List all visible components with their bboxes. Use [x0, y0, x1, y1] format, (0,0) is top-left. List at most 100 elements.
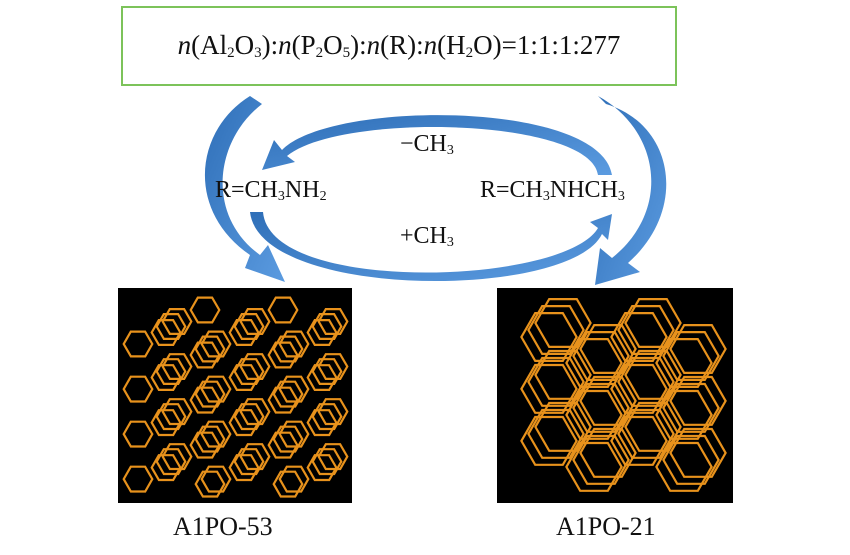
- lattice-ring: [662, 434, 720, 485]
- lattice-ring: [565, 441, 623, 492]
- label-dimethylamine: R=CH3NHCH3: [480, 176, 625, 211]
- lattice-ring: [317, 353, 349, 380]
- arrow-to-alpo21: [595, 96, 667, 285]
- lattice-ring: [565, 389, 623, 440]
- label-minus-ch3: −CH3: [400, 130, 454, 165]
- lattice-ring: [155, 448, 187, 476]
- text-segment: n: [278, 30, 292, 60]
- subscript: 3: [254, 45, 262, 61]
- lattice-ring: [655, 389, 713, 440]
- lattice-ring: [267, 296, 299, 324]
- text-segment: n: [177, 30, 192, 60]
- lattice-ring: [161, 353, 193, 380]
- lattice-ring: [155, 313, 187, 340]
- lattice-ring: [520, 312, 578, 362]
- lattice-ring: [189, 296, 221, 324]
- alpo21-label: A1PO-21: [556, 512, 656, 541]
- lattice-ring: [317, 398, 349, 426]
- subscript: 3: [446, 143, 454, 158]
- lattice-ring: [150, 409, 182, 437]
- text-segment: (Al: [191, 30, 228, 60]
- lattice-ring: [233, 448, 265, 476]
- lattice-ring: [150, 364, 182, 391]
- lattice-ring: [228, 364, 260, 391]
- lattice-ring: [669, 375, 727, 426]
- text-segment: O)=1:1:1:277: [473, 30, 621, 60]
- lattice-ring: [306, 319, 338, 346]
- lattice-ring: [655, 338, 713, 388]
- lattice-ring: [267, 386, 299, 414]
- molar-ratio-formula: n(Al2O3):n(P2O5):n(R):n(H2O)=1:1:1:277: [178, 30, 621, 62]
- lattice-ring: [655, 441, 713, 492]
- lattice-ring: [122, 375, 154, 403]
- text-segment: ):: [261, 30, 279, 60]
- lattice-ring: [662, 331, 720, 381]
- lattice-ring: [306, 454, 338, 482]
- lattice-ring: [610, 363, 668, 414]
- lattice-ring: [239, 353, 271, 380]
- alpo53-structure-image: [118, 288, 352, 503]
- lattice-ring: [267, 341, 299, 369]
- lattice-ring: [189, 386, 221, 414]
- lattice-ring: [122, 420, 154, 448]
- lattice-ring: [272, 470, 304, 498]
- text-segment: R=CH: [215, 177, 278, 203]
- lattice-ring: [306, 364, 338, 391]
- lattice-ring: [200, 420, 232, 448]
- lattice-ring: [161, 308, 193, 335]
- lattice-ring: [189, 431, 221, 459]
- lattice-ring: [317, 308, 349, 335]
- text-segment: +CH: [400, 223, 447, 249]
- text-segment: n: [423, 30, 438, 60]
- lattice-ring: [155, 403, 187, 431]
- lattice-ring: [278, 375, 310, 403]
- lattice-ring: [311, 313, 343, 340]
- lattice-ring: [122, 330, 154, 358]
- lattice-ring: [669, 427, 727, 478]
- lattice-ring: [239, 398, 271, 426]
- text-segment: (R):: [380, 30, 424, 60]
- text-segment: n: [366, 30, 381, 60]
- lattice-ring: [194, 335, 226, 363]
- lattice-ring: [161, 398, 193, 426]
- subscript: 2: [465, 45, 474, 61]
- lattice-ring: [161, 443, 193, 471]
- text-segment: (P: [291, 30, 316, 60]
- lattice-ring: [200, 375, 232, 403]
- subscript: 3: [446, 235, 454, 250]
- text-segment: NH: [284, 177, 320, 203]
- lattice-ring: [669, 324, 727, 374]
- text-segment: ):: [350, 30, 367, 60]
- lattice-ring: [610, 415, 668, 466]
- lattice-ring: [272, 380, 304, 408]
- subscript: 2: [227, 45, 235, 61]
- alpo21-structure-image: [497, 288, 733, 503]
- lattice-ring: [228, 409, 260, 437]
- text-segment: R=CH: [480, 177, 543, 203]
- lattice-ring: [189, 341, 221, 369]
- lattice-ring: [228, 454, 260, 482]
- subscript: 3: [277, 189, 285, 204]
- text-segment: NHCH: [549, 177, 618, 203]
- label-plus-ch3: +CH3: [400, 222, 454, 257]
- subscript: 3: [617, 189, 625, 204]
- lattice-ring: [122, 465, 154, 493]
- lattice-ring: [317, 443, 349, 471]
- lattice-ring: [194, 380, 226, 408]
- lattice-ring: [617, 305, 675, 355]
- lattice-ring: [239, 308, 271, 335]
- arrow-demethylation: [262, 115, 612, 175]
- subscript: 2: [315, 45, 324, 61]
- lattice-ring: [278, 420, 310, 448]
- lattice-ring: [520, 363, 578, 414]
- subscript: 2: [319, 189, 327, 204]
- lattice-ring: [520, 415, 578, 466]
- lattice-ring: [662, 382, 720, 433]
- lattice-ring: [272, 335, 304, 363]
- lattice-ring: [278, 330, 310, 358]
- lattice-ring: [311, 448, 343, 476]
- lattice-ring: [278, 465, 310, 493]
- lattice-ring: [200, 465, 232, 493]
- lattice-ring: [200, 330, 232, 358]
- alpo53-label: A1PO-53: [173, 512, 273, 541]
